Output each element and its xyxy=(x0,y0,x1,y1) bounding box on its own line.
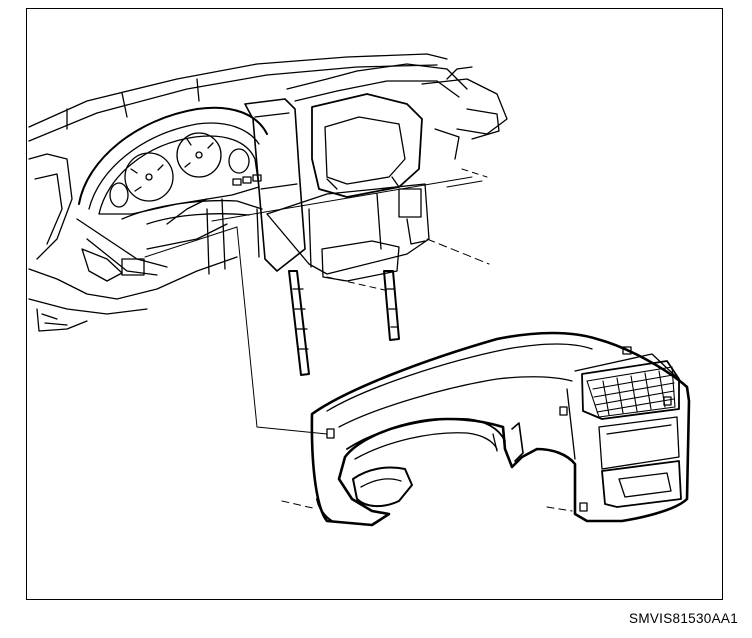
center-stack-bracket xyxy=(244,63,508,376)
exploded-view-illustration xyxy=(28,53,691,527)
vent-grille xyxy=(586,366,676,418)
figure-frame xyxy=(26,8,723,600)
figure-id-label: SMVIS81530AA1 xyxy=(629,611,738,626)
trim-bezel xyxy=(310,331,691,527)
instrument-cluster xyxy=(78,106,268,225)
dashboard-structure xyxy=(28,53,448,332)
leader-lines xyxy=(144,168,573,512)
